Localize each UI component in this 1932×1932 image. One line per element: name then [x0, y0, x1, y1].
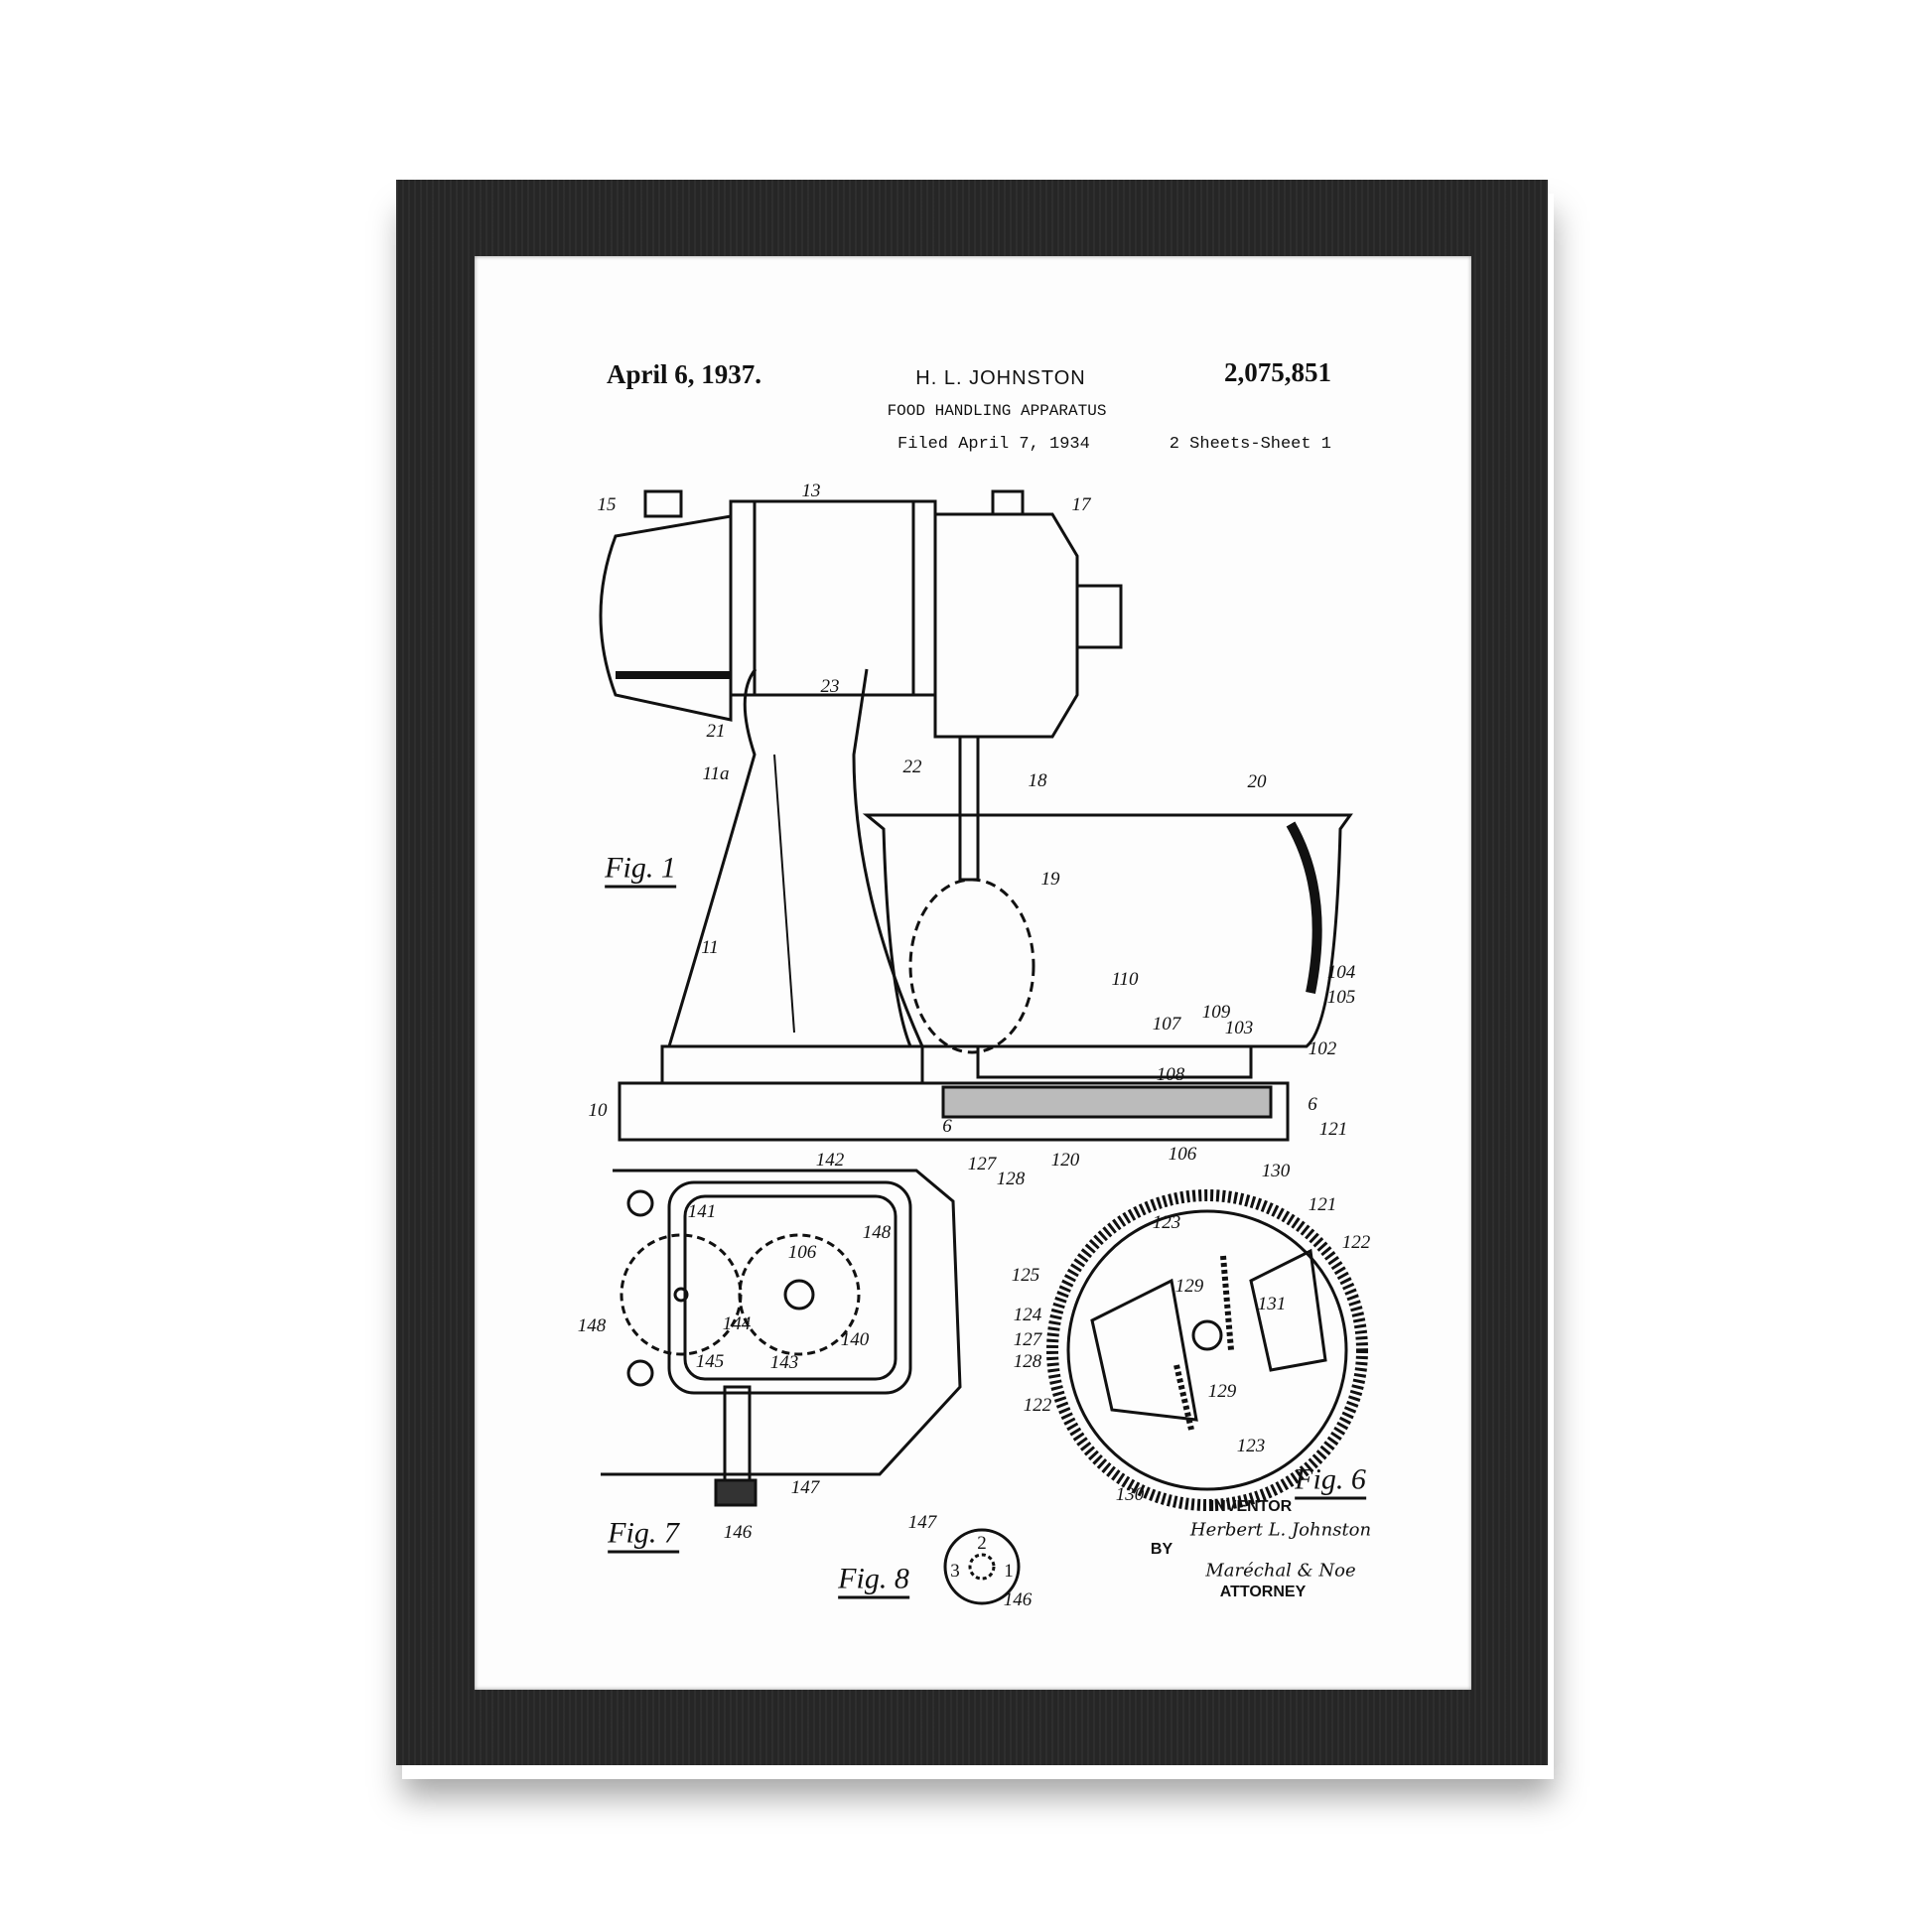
callout: 13 — [801, 481, 821, 501]
patent-date: April 6, 1937. — [607, 359, 762, 389]
callout: 146 — [723, 1522, 753, 1543]
fig8-label: Fig. 8 — [838, 1564, 909, 1599]
attorney-label: ATTORNEY — [1219, 1584, 1307, 1600]
callout: 123 — [1236, 1436, 1266, 1456]
callout: 147 — [907, 1512, 937, 1533]
fig7-label: Fig. 7 — [608, 1518, 679, 1554]
callout: 17 — [1071, 494, 1091, 515]
dial-number: 1 — [1004, 1561, 1014, 1582]
fig6-label: Fig. 6 — [1295, 1464, 1366, 1500]
callout: 109 — [1201, 1002, 1231, 1023]
callout: 122 — [1341, 1232, 1371, 1253]
dial-fig8 — [943, 1528, 1021, 1605]
callout: 131 — [1257, 1294, 1287, 1314]
callout: 128 — [996, 1169, 1026, 1189]
mixer-column — [618, 668, 1290, 1142]
callout: 148 — [577, 1315, 607, 1336]
filed-date: Filed April 7, 1934 — [897, 435, 1090, 454]
callout: 20 — [1247, 771, 1267, 792]
callout: 145 — [695, 1351, 725, 1372]
callout: 121 — [1308, 1194, 1337, 1215]
callout: 10 — [588, 1100, 608, 1121]
base-fig6 — [1046, 1189, 1368, 1511]
callout: 142 — [815, 1150, 845, 1171]
dial-number: 2 — [977, 1533, 987, 1554]
callout: 127 — [1013, 1329, 1042, 1350]
inventor-signature: Herbert L. Johnston — [1189, 1519, 1372, 1541]
callout: 140 — [840, 1329, 870, 1350]
callout: 128 — [1013, 1351, 1042, 1372]
callout: 146 — [1003, 1589, 1033, 1610]
callout: 123 — [1152, 1212, 1181, 1233]
by-label: BY — [1150, 1541, 1173, 1558]
fig1-label: Fig. 1 — [605, 853, 676, 889]
callout: 18 — [1028, 770, 1047, 791]
sheet-count: 2 Sheets-Sheet 1 — [1169, 435, 1331, 454]
patent-number: 2,075,851 — [1224, 357, 1331, 387]
gearbox-fig7 — [601, 1169, 962, 1507]
callout: 127 — [967, 1154, 997, 1174]
callout: 107 — [1152, 1014, 1181, 1035]
callout: 129 — [1174, 1276, 1204, 1297]
callout: 147 — [790, 1477, 820, 1498]
callout: 143 — [769, 1352, 799, 1373]
callout: 15 — [597, 494, 617, 515]
callout: 106 — [787, 1242, 817, 1263]
callout: 120 — [1050, 1150, 1080, 1171]
callout: 6 — [1308, 1094, 1317, 1115]
callout: 103 — [1224, 1018, 1254, 1038]
callout: 110 — [1111, 969, 1139, 990]
bowl — [862, 813, 1353, 1079]
callout: 104 — [1326, 962, 1356, 983]
callout: 6 — [942, 1116, 952, 1137]
callout: 23 — [820, 676, 840, 697]
mixer-head — [599, 489, 1123, 739]
callout: 130 — [1115, 1484, 1145, 1505]
callout: 108 — [1156, 1064, 1185, 1085]
inventor-label: INVENTOR — [1209, 1498, 1293, 1515]
callout: 21 — [706, 721, 726, 742]
callout: 121 — [1318, 1119, 1348, 1140]
callout: 148 — [862, 1222, 892, 1243]
callout: 130 — [1261, 1161, 1291, 1181]
callout: 102 — [1308, 1038, 1337, 1059]
callout: 11 — [701, 937, 719, 958]
dial-number: 3 — [950, 1561, 960, 1582]
callout: 125 — [1011, 1265, 1040, 1286]
attorney-signature: Maréchal & Noe — [1205, 1560, 1356, 1582]
callout: 122 — [1023, 1395, 1052, 1416]
callout: 106 — [1168, 1144, 1197, 1165]
callout: 11a — [702, 763, 730, 784]
callout: 105 — [1326, 987, 1356, 1008]
callout: 124 — [1013, 1305, 1042, 1325]
callout: 141 — [687, 1201, 717, 1222]
callout: 19 — [1040, 869, 1060, 890]
callout: 129 — [1207, 1381, 1237, 1402]
callout: 22 — [902, 757, 922, 777]
patent-title: FOOD HANDLING APPARATUS — [887, 402, 1107, 420]
callout: 144 — [722, 1313, 752, 1334]
inventor-name: H. L. JOHNSTON — [915, 367, 1086, 389]
